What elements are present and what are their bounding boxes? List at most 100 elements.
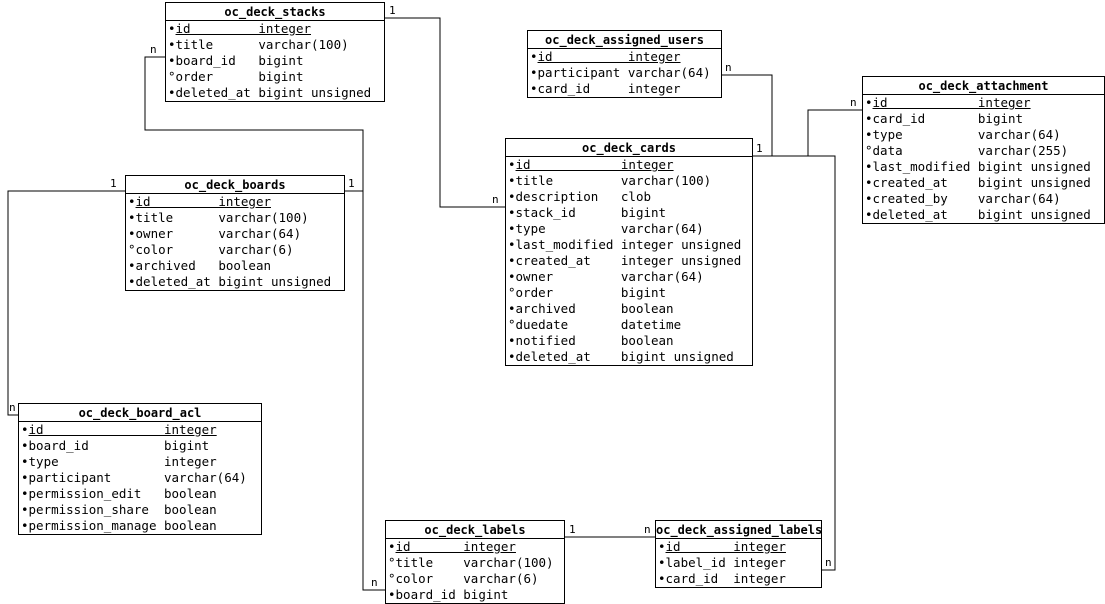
column-row-oc_deck_cards-description: •description clob xyxy=(506,189,752,205)
nullable-bullet-icon: ° xyxy=(168,69,176,84)
column-text: deleted_at bigint unsigned xyxy=(515,349,734,364)
not-null-bullet-icon: • xyxy=(865,95,873,110)
column-text: duedate datetime xyxy=(515,317,682,332)
not-null-bullet-icon: • xyxy=(530,81,538,96)
column-text: type integer xyxy=(28,454,217,469)
table-oc_deck_assigned_users: oc_deck_assigned_users•id integer•partic… xyxy=(527,30,722,98)
column-text: stack_id bigint xyxy=(515,205,667,220)
cardinality-label: 1 xyxy=(348,177,355,190)
column-text: title varchar(100) xyxy=(395,555,554,570)
cardinality-label: n xyxy=(150,43,157,56)
cardinality-label: 1 xyxy=(756,142,763,155)
column-row-oc_deck_attachment-card_id: •card_id bigint xyxy=(863,111,1104,127)
cardinality-label: n xyxy=(725,61,732,74)
table-title-oc_deck_stacks: oc_deck_stacks xyxy=(166,3,384,21)
column-row-oc_deck_boards-id: •id integer xyxy=(126,194,344,210)
column-row-oc_deck_boards-deleted_at: •deleted_at bigint unsigned xyxy=(126,274,344,290)
table-title-oc_deck_cards: oc_deck_cards xyxy=(506,139,752,157)
column-text: board_id bigint xyxy=(28,438,210,453)
column-row-oc_deck_attachment-id: •id integer xyxy=(863,95,1104,111)
not-null-bullet-icon: • xyxy=(168,85,176,100)
column-row-oc_deck_assigned_users-card_id: •card_id integer xyxy=(528,81,721,97)
column-text: permission_manage boolean xyxy=(28,518,217,533)
table-title-oc_deck_labels: oc_deck_labels xyxy=(386,521,564,539)
column-text: description clob xyxy=(515,189,651,204)
not-null-bullet-icon: • xyxy=(658,555,666,570)
table-title-oc_deck_assigned_users: oc_deck_assigned_users xyxy=(528,31,721,49)
column-row-oc_deck_boards-owner: •owner varchar(64) xyxy=(126,226,344,242)
not-null-bullet-icon: • xyxy=(508,221,516,236)
table-title-oc_deck_assigned_labels: oc_deck_assigned_labels xyxy=(656,523,821,539)
cardinality-label: n xyxy=(825,556,832,569)
column-text: order bigint xyxy=(515,285,667,300)
column-row-oc_deck_attachment-data: °data varchar(255) xyxy=(863,143,1104,159)
not-null-bullet-icon: • xyxy=(530,49,538,64)
column-row-oc_deck_cards-duedate: °duedate datetime xyxy=(506,317,752,333)
column-row-oc_deck_assigned_labels-label_id: •label_id integer xyxy=(656,555,821,571)
column-text: card_id bigint xyxy=(872,111,1024,126)
column-row-oc_deck_board_acl-id: •id integer xyxy=(19,422,261,438)
column-row-oc_deck_cards-id: •id integer xyxy=(506,157,752,173)
not-null-bullet-icon: • xyxy=(168,21,176,36)
column-row-oc_deck_boards-title: •title varchar(100) xyxy=(126,210,344,226)
column-row-oc_deck_board_acl-type: •type integer xyxy=(19,454,261,470)
column-text: data varchar(255) xyxy=(872,143,1069,158)
column-text: type varchar(64) xyxy=(872,127,1061,142)
column-row-oc_deck_cards-type: •type varchar(64) xyxy=(506,221,752,237)
column-row-oc_deck_cards-stack_id: •stack_id bigint xyxy=(506,205,752,221)
column-row-oc_deck_assigned_labels-id: •id integer xyxy=(656,539,821,555)
primary-key-column-text: id integer xyxy=(135,194,271,209)
not-null-bullet-icon: • xyxy=(865,159,873,174)
column-row-oc_deck_board_acl-board_id: •board_id bigint xyxy=(19,438,261,454)
not-null-bullet-icon: • xyxy=(21,486,29,501)
relationship-edge-oc_deck_cards--oc_deck_attachment xyxy=(753,109,862,157)
column-row-oc_deck_boards-color: °color varchar(6) xyxy=(126,242,344,258)
not-null-bullet-icon: • xyxy=(128,226,136,241)
column-row-oc_deck_attachment-type: •type varchar(64) xyxy=(863,127,1104,143)
not-null-bullet-icon: • xyxy=(388,587,396,602)
not-null-bullet-icon: • xyxy=(865,127,873,142)
not-null-bullet-icon: • xyxy=(508,349,516,364)
not-null-bullet-icon: • xyxy=(865,111,873,126)
not-null-bullet-icon: • xyxy=(658,539,666,554)
nullable-bullet-icon: ° xyxy=(388,571,396,586)
not-null-bullet-icon: • xyxy=(508,205,516,220)
primary-key-column-text: id integer xyxy=(28,422,217,437)
nullable-bullet-icon: ° xyxy=(865,143,873,158)
not-null-bullet-icon: • xyxy=(21,438,29,453)
not-null-bullet-icon: • xyxy=(21,518,29,533)
table-oc_deck_cards: oc_deck_cards•id integer•title varchar(1… xyxy=(505,138,753,366)
column-text: board_id bigint xyxy=(175,53,304,68)
not-null-bullet-icon: • xyxy=(21,422,29,437)
not-null-bullet-icon: • xyxy=(508,269,516,284)
table-oc_deck_labels: oc_deck_labels • id integer °title varchar(… xyxy=(385,520,565,604)
column-text: deleted_at bigint unsigned xyxy=(175,85,372,100)
column-text: deleted_at bigint unsigned xyxy=(135,274,332,289)
not-null-bullet-icon: • xyxy=(530,65,538,80)
relationship-edge-oc_deck_boards--oc_deck_labels xyxy=(345,190,385,591)
column-text: title varchar(100) xyxy=(515,173,712,188)
column-text: card_id integer xyxy=(665,571,786,586)
column-text: order bigint xyxy=(175,69,304,84)
column-row-oc_deck_labels-color: °color varchar(6) xyxy=(386,571,564,587)
not-null-bullet-icon: • xyxy=(865,207,873,222)
column-row-oc_deck_cards-order: °order bigint xyxy=(506,285,752,301)
not-null-bullet-icon: • xyxy=(508,157,516,172)
column-text: color varchar(6) xyxy=(395,571,539,586)
column-text: notified boolean xyxy=(515,333,674,348)
cardinality-label: 1 xyxy=(110,177,117,190)
column-row-oc_deck_cards-last_modified: •last_modified integer unsigned xyxy=(506,237,752,253)
column-row-oc_deck_cards-created_at: •created_at integer unsigned xyxy=(506,253,752,269)
not-null-bullet-icon: • xyxy=(508,253,516,268)
nullable-bullet-icon: ° xyxy=(508,285,516,300)
column-text: label_id integer xyxy=(665,555,786,570)
column-text: participant varchar(64) xyxy=(28,470,247,485)
column-row-oc_deck_boards-archived: •archived boolean xyxy=(126,258,344,274)
primary-key-column-text: id integer xyxy=(395,539,516,554)
cardinality-label: n xyxy=(371,576,378,589)
column-text: owner varchar(64) xyxy=(515,269,704,284)
column-row-oc_deck_cards-owner: •owner varchar(64) xyxy=(506,269,752,285)
not-null-bullet-icon: • xyxy=(508,189,516,204)
not-null-bullet-icon: • xyxy=(128,258,136,273)
